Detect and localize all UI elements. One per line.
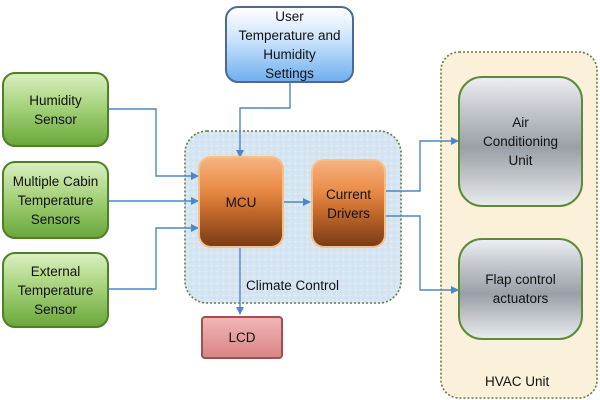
arrow-external-to-mcu xyxy=(108,224,199,290)
flap-actuators-box: Flap control actuators xyxy=(458,238,583,340)
current-drivers-label: Current Drivers xyxy=(325,186,371,221)
connectors xyxy=(108,82,459,315)
humidity-sensor-box: Humidity Sensor xyxy=(2,72,109,147)
cabin-sensors-label: Multiple Cabin Temperature Sensors xyxy=(12,173,99,227)
user-settings-box: User Temperature and Humidity Settings xyxy=(225,6,354,83)
hvac-unit-label: HVAC Unit xyxy=(485,374,550,389)
user-settings-label: User Temperature and Humidity Settings xyxy=(238,8,341,81)
air-conditioning-box: Air Conditioning Unit xyxy=(458,76,583,207)
humidity-sensor-label: Humidity Sensor xyxy=(29,92,82,127)
arrow-drivers-to-flap xyxy=(385,215,459,294)
arrow-drivers-to-ac xyxy=(385,137,459,192)
cabin-sensors-box: Multiple Cabin Temperature Sensors xyxy=(2,161,109,239)
lcd-box: LCD xyxy=(201,316,283,359)
mcu-label: MCU xyxy=(225,194,257,210)
lcd-label: LCD xyxy=(228,330,256,345)
arrow-user-settings-to-mcu xyxy=(236,82,291,158)
external-sensor-box: External Temperature Sensor xyxy=(2,252,109,328)
climate-control-label: Climate Control xyxy=(246,278,340,293)
air-conditioning-label: Air Conditioning Unit xyxy=(482,115,559,168)
flap-actuators-label: Flap control actuators xyxy=(485,272,556,306)
mcu-box: MCU xyxy=(198,156,284,248)
arrow-humidity-to-mcu xyxy=(108,108,199,180)
current-drivers-box: Current Drivers xyxy=(311,159,386,248)
external-sensor-label: External Temperature Sensor xyxy=(17,263,94,317)
